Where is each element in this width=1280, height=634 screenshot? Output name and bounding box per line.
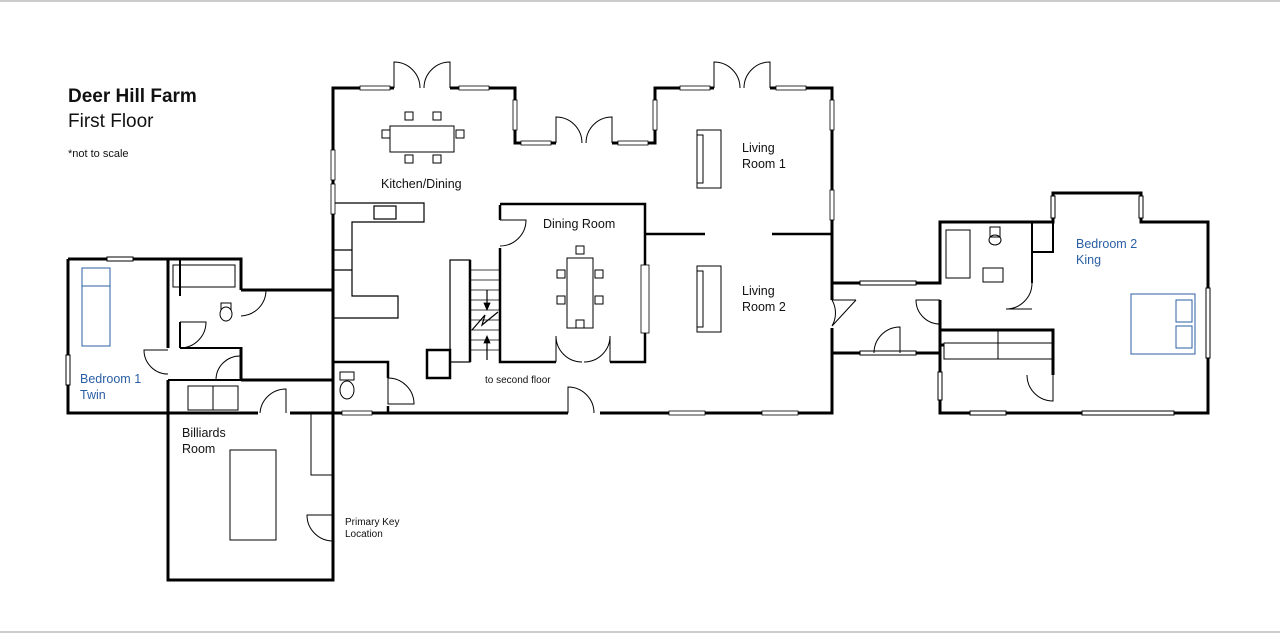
room-label-living1: Living Room 1 [742,140,786,172]
east-wing-windows [859,195,1211,416]
key-location-line2: Location [345,529,383,540]
west-wing-interior [168,259,334,541]
room-label-bedroom2-line2: King [1076,253,1102,267]
scale-note: *not to scale [68,148,129,160]
plan-subtitle: First Floor [68,111,154,132]
main-house-walls [241,86,834,415]
doors-main [384,61,857,417]
room-label-dining: Dining Room [543,217,616,231]
room-label-bedroom2-line1: Bedroom 2 [1076,237,1138,251]
room-label-bedroom1: Bedroom 1 Twin [80,371,141,403]
stairs-annotation: to second floor [485,375,551,386]
room-label-living1-line1: Living [742,141,775,155]
furniture-main [339,111,722,400]
room-label-bedroom1-line1: Bedroom 1 [80,372,142,386]
room-label-kitchen: Kitchen/Dining [381,177,462,191]
room-label-billiards-line2: Room [182,442,216,456]
room-label-billiards-line1: Billiards [182,426,226,440]
east-wing-walls [832,191,1210,415]
windows-main [330,85,835,416]
key-location-annotation: Primary Key Location [345,517,399,541]
room-label-living1-line2: Room 1 [742,157,786,171]
key-location-line1: Primary Key [345,517,400,528]
room-label-bedroom1-line2: Twin [80,388,106,402]
stair-treads [470,269,500,360]
room-label-living2-line1: Living [742,284,775,298]
room-label-living2-line2: Room 2 [742,300,786,314]
room-label-living2: Living Room 2 [742,283,786,315]
east-wing-interior [943,222,1196,360]
room-label-billiards: Billiards Room [182,425,226,457]
west-wing-doors [65,256,334,542]
plan-title: Deer Hill Farm [68,86,197,107]
west-wing-walls [66,257,335,582]
room-label-bedroom2: Bedroom 2 King [1076,236,1137,268]
